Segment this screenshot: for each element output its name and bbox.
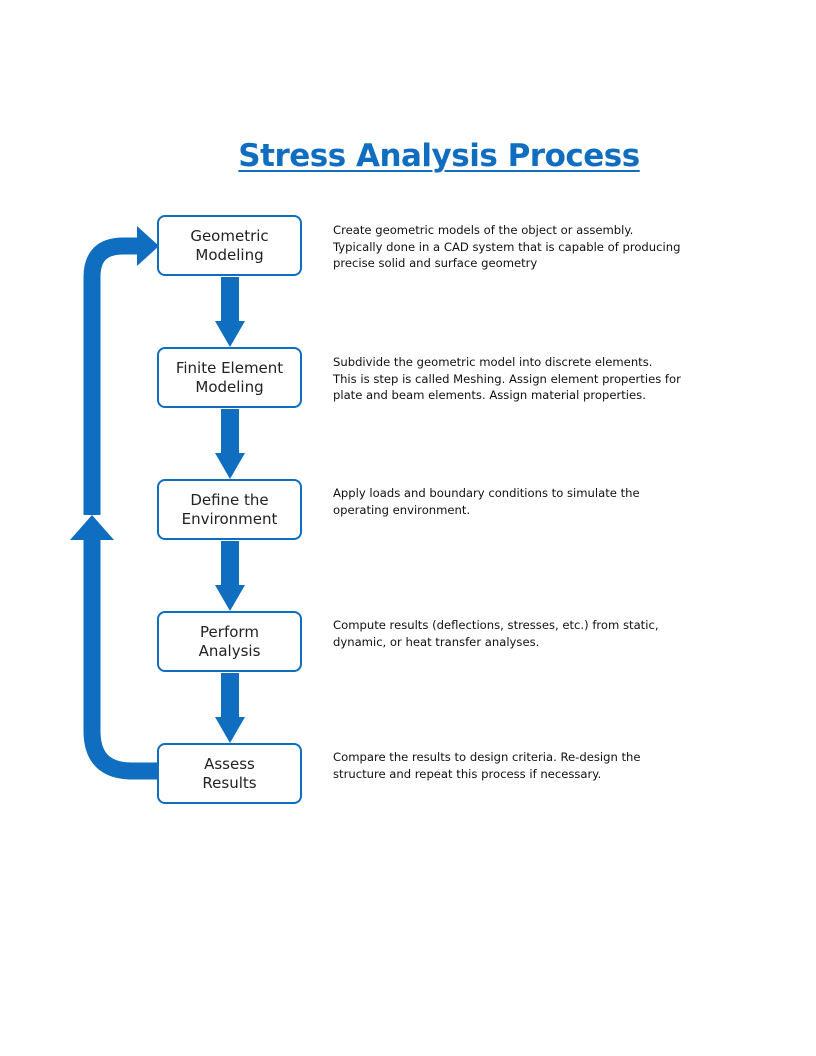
feedback-loop-lower-arrowhead: [70, 515, 114, 540]
down-arrow-2-to-3: [215, 409, 245, 479]
step-box-perform-analysis: Perform Analysis: [157, 611, 302, 672]
step-box-geometric-modeling: Geometric Modeling: [157, 215, 302, 276]
down-arrow-3-to-4: [215, 541, 245, 611]
step-description: Create geometric models of the object or…: [333, 223, 681, 270]
feedback-loop-upper: [83, 237, 138, 515]
step-label: Perform Analysis: [198, 622, 261, 660]
step-box-finite-element-modeling: Finite Element Modeling: [157, 347, 302, 408]
step-box-define-environment: Define the Environment: [157, 479, 302, 540]
step-label: Geometric Modeling: [190, 226, 269, 264]
page-title: Stress Analysis Process: [238, 138, 640, 174]
step-label: Finite Element Modeling: [175, 358, 284, 396]
step-description: Apply loads and boundary conditions to s…: [333, 486, 640, 517]
step-description: Compare the results to design criteria. …: [333, 750, 641, 781]
feedback-loop-lower: [83, 538, 157, 780]
step-description: Subdivide the geometric model into discr…: [333, 355, 681, 402]
feedback-loop-upper-arrowhead: [137, 226, 159, 266]
down-arrow-4-to-5: [215, 673, 245, 743]
step-box-assess-results: Assess Results: [157, 743, 302, 804]
down-arrow-1-to-2: [215, 277, 245, 347]
step-label: Assess Results: [202, 754, 257, 792]
step-label: Define the Environment: [181, 490, 278, 528]
step-description: Compute results (deflections, stresses, …: [333, 618, 659, 649]
